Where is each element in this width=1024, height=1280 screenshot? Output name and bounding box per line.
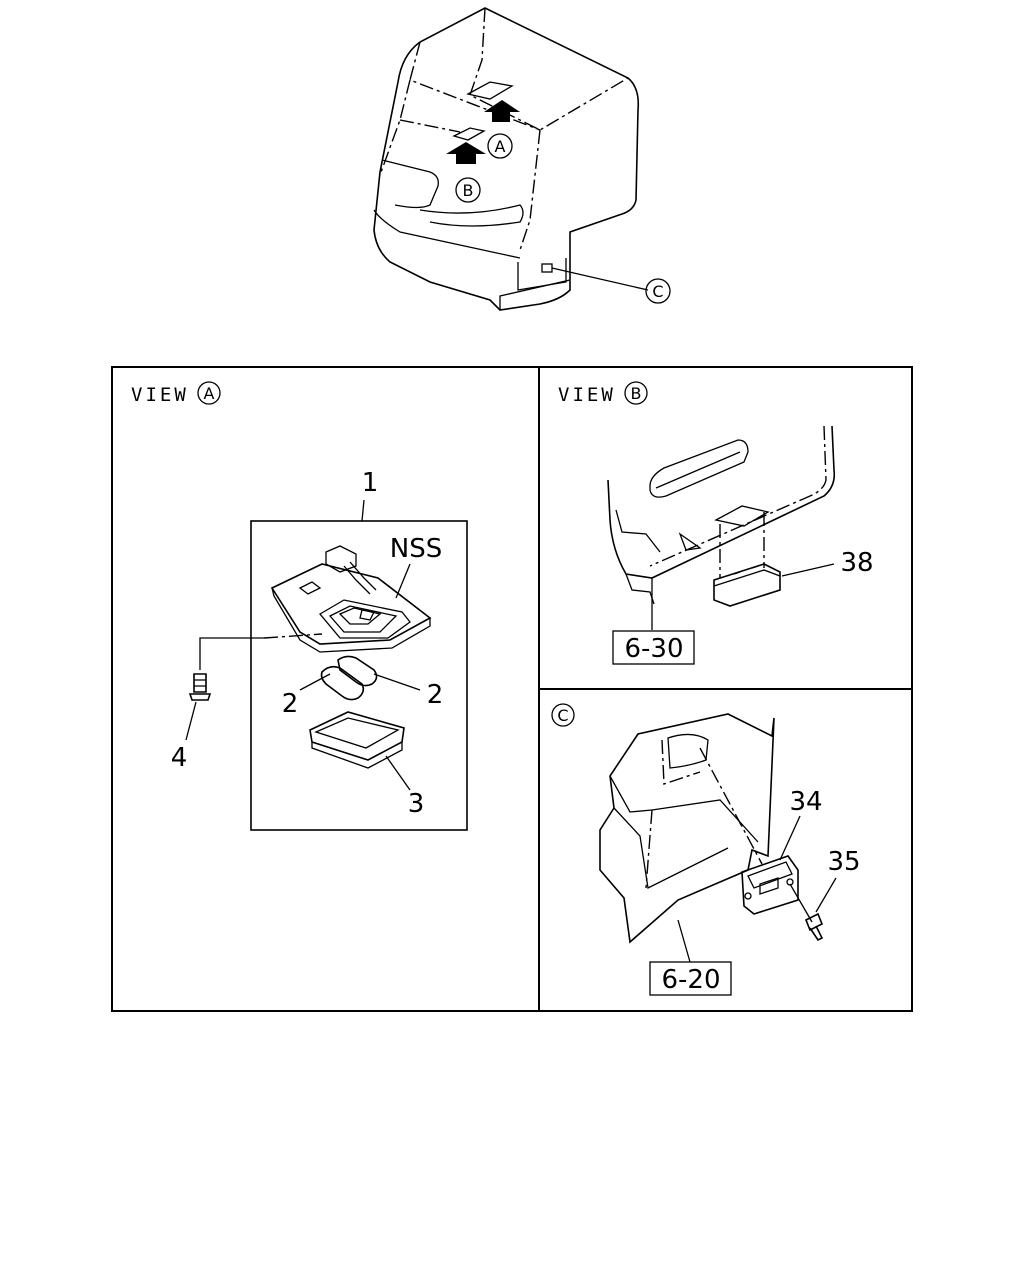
view-a-marker: A <box>204 384 215 403</box>
screw-4-icon <box>188 673 212 701</box>
ref-6-20-label: 6-20 <box>661 965 720 995</box>
callout-c: C <box>652 282 663 301</box>
part-34-label: 34 <box>789 787 822 817</box>
view-b-marker: B <box>631 384 642 403</box>
cab-overview: A B C <box>373 7 671 311</box>
view-a-heading: VIEW <box>131 384 189 406</box>
step-lamp <box>713 563 781 607</box>
part-4-label: 4 <box>171 743 188 773</box>
nss-label: NSS <box>390 534 442 564</box>
ref-6-30-label: 6-30 <box>624 634 683 664</box>
callout-b: B <box>463 181 474 200</box>
view-a-panel: VIEW A 1 NSS 2 <box>131 381 468 831</box>
part-2-left-label: 2 <box>282 689 299 719</box>
dome-lamp-housing <box>270 545 432 653</box>
part-3-label: 3 <box>408 789 425 819</box>
detail-panels <box>111 366 913 1012</box>
part-1-label: 1 <box>362 468 379 498</box>
view-b-heading: VIEW <box>558 384 616 406</box>
part-35-label: 35 <box>827 847 860 877</box>
courtesy-lamp <box>741 855 799 915</box>
callout-a: A <box>495 137 506 156</box>
door-trim <box>607 425 836 630</box>
bulbs <box>299 655 421 701</box>
screw-35-icon <box>789 883 824 942</box>
arrow-a-icon <box>484 100 520 122</box>
part-2-right-label: 2 <box>427 680 444 710</box>
view-b-panel: VIEW B 38 6-30 <box>558 381 874 665</box>
lens-cover <box>309 711 411 791</box>
arrow-b-icon <box>446 142 486 164</box>
view-c-panel: C 34 35 6-20 <box>551 703 861 996</box>
side-panel <box>599 713 775 944</box>
view-c-marker: C <box>557 706 568 725</box>
part-38-label: 38 <box>840 548 873 578</box>
